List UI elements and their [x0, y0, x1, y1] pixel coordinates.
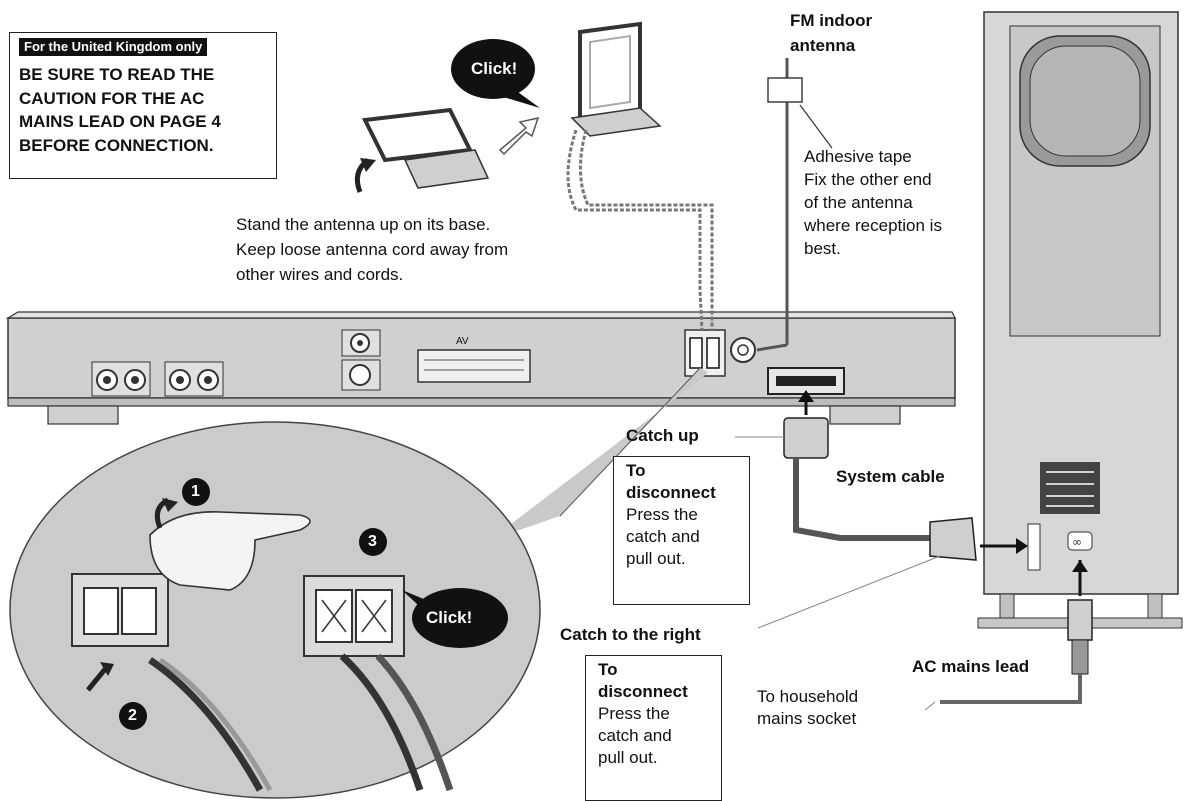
- fm-antenna-wire: [756, 58, 833, 352]
- am-loop-antenna: [354, 21, 714, 331]
- step-2-badge: 2: [128, 707, 137, 724]
- step-3-badge: 3: [368, 533, 377, 550]
- leader-lines: [735, 436, 941, 711]
- click-label-bottom: Click!: [426, 608, 473, 627]
- fm-antenna-title: FM indoor antenna: [790, 11, 873, 55]
- adhesive-tape-note: Adhesive tape Fix the other end of the a…: [804, 147, 942, 258]
- disconnect-title: To: [626, 461, 646, 480]
- disconnect-box-1: To disconnect Press the catch and pull o…: [613, 456, 750, 605]
- step-1-badge: 1: [191, 483, 200, 500]
- disconnect-body: pull out.: [598, 748, 658, 767]
- system-cable-label: System cable: [836, 467, 945, 486]
- disconnect-title: disconnect: [626, 483, 716, 502]
- disconnect-body: Press the: [598, 704, 670, 723]
- disconnect-title: disconnect: [598, 682, 688, 701]
- disconnect-title: To: [598, 660, 618, 679]
- uk-warning-text: BE SURE TO READ THE CAUTION FOR THE AC M…: [19, 65, 221, 155]
- disconnect-body: catch and: [598, 726, 672, 745]
- ac-mains-label: AC mains lead: [912, 657, 1030, 676]
- disconnect-body: catch and: [626, 527, 700, 546]
- svg-text:∞: ∞: [1072, 535, 1082, 549]
- ac-mains-lead: [940, 560, 1093, 704]
- main-unit-rear: [5, 311, 956, 425]
- am-antenna-note: Stand the antenna up on its base. Keep l…: [236, 215, 509, 284]
- subwoofer: ∞: [977, 11, 1183, 629]
- catch-up-label: Catch up: [626, 426, 699, 445]
- disconnect-body: pull out.: [626, 549, 686, 568]
- catch-right-label: Catch to the right: [560, 625, 701, 644]
- zoom-detail: [9, 367, 708, 799]
- av-label: AV: [456, 336, 469, 347]
- system-cable: [783, 390, 1028, 561]
- disconnect-box-2: To disconnect Press the catch and pull o…: [585, 655, 722, 801]
- disconnect-body: Press the: [626, 505, 698, 524]
- click-callout-top: [451, 39, 540, 108]
- uk-only-tag: For the United Kingdom only: [19, 38, 208, 56]
- household-socket-label: To household mains socket: [757, 687, 859, 728]
- uk-warning-box: [9, 32, 277, 179]
- click-label-top: Click!: [471, 59, 518, 78]
